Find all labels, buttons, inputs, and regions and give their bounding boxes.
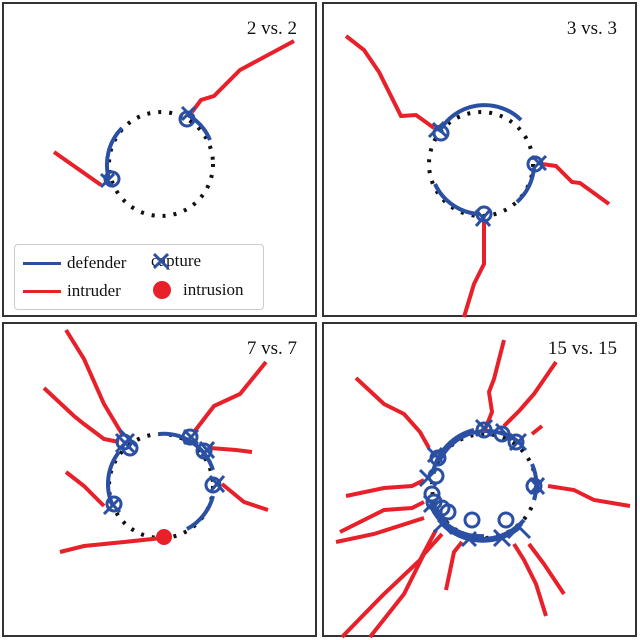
capture-marker — [178, 105, 197, 128]
panel-7v7: 7 vs. 7 — [2, 322, 317, 637]
panel-title: 15 vs. 15 — [547, 338, 617, 359]
panel-2v2-plot — [52, 39, 295, 218]
panel-3v3: 3 vs. 3 — [322, 2, 637, 318]
capture-marker — [99, 170, 121, 189]
intruder-path — [52, 150, 103, 187]
perimeter-circle — [107, 110, 215, 218]
intruder-path — [209, 446, 253, 454]
capture-marker — [114, 428, 139, 457]
legend-capture: capture — [151, 251, 202, 270]
intrusion-dot-icon — [153, 281, 171, 299]
panel-2v2: 2 vs. 2 defender capture intruder intrus… — [2, 2, 317, 317]
defender-line-icon — [23, 261, 61, 265]
defender-path — [433, 183, 480, 216]
intruder-path — [462, 222, 486, 318]
capture-marker — [474, 205, 493, 227]
panel-title: 2 vs. 2 — [246, 18, 297, 39]
intrusion-marker — [156, 529, 172, 545]
capture-marker — [427, 120, 450, 142]
perimeter-circle — [427, 110, 535, 218]
intruder-path — [190, 39, 295, 114]
intruder-path — [192, 360, 268, 434]
capture-marker — [204, 475, 226, 494]
panel-15v15-plot — [335, 339, 631, 639]
intruder-line-icon — [23, 289, 61, 293]
panel-3v3-plot — [344, 34, 611, 318]
intruder-path — [64, 470, 106, 508]
legend: defender capture intruder intrusion — [14, 244, 264, 310]
capture-x-icon — [152, 252, 170, 270]
panel-title: 7 vs. 7 — [246, 338, 297, 359]
capture-markers — [418, 418, 546, 548]
intruder-path — [64, 328, 124, 436]
capture-marker — [195, 441, 216, 460]
capture-marker — [181, 428, 200, 446]
intruder-path — [59, 536, 163, 554]
intruder-path — [541, 162, 611, 206]
legend-intruder: intruder — [23, 281, 121, 301]
intruder-paths — [335, 339, 631, 639]
intruder-path — [42, 386, 120, 444]
panel-7v7-plot — [42, 328, 269, 554]
intruder-path — [220, 482, 269, 512]
capture-marker — [102, 495, 123, 516]
capture-marker — [526, 154, 548, 173]
panel-title: 3 vs. 3 — [566, 18, 617, 39]
panel-15v15: 15 vs. 15 — [322, 322, 637, 639]
defender-path — [186, 495, 215, 531]
defender-path — [515, 167, 536, 204]
legend-intrusion: intrusion — [153, 280, 243, 300]
intruder-path — [344, 34, 436, 130]
defender-path — [437, 103, 523, 133]
legend-defender: defender — [23, 253, 126, 273]
